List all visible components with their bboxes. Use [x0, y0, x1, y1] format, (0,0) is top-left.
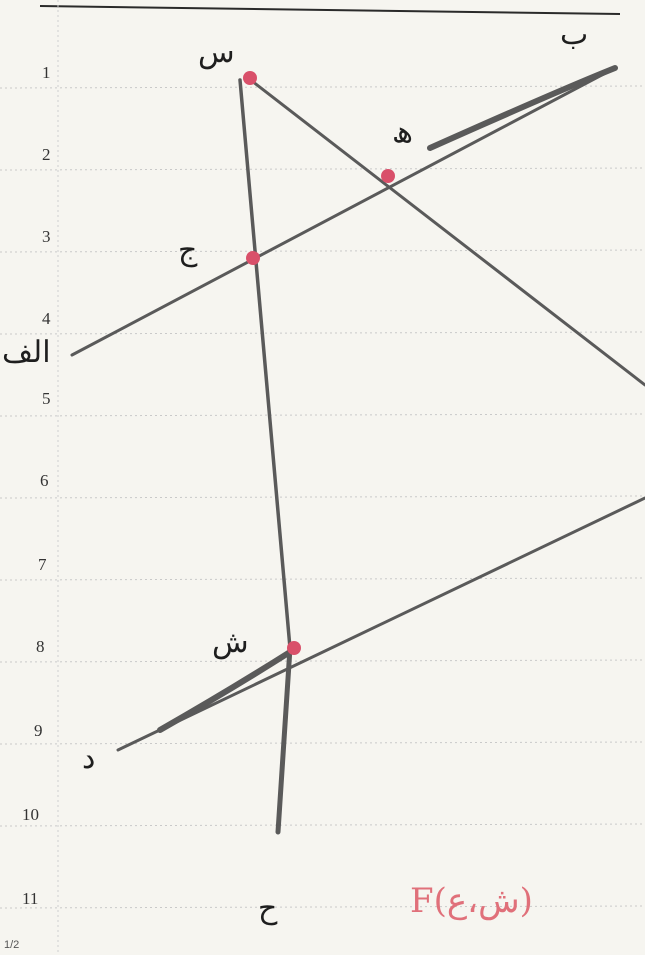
line-number-10: 10: [22, 805, 39, 824]
point-h: [381, 169, 395, 183]
point-s: [243, 71, 257, 85]
line-number-4: 4: [42, 309, 51, 328]
line-number-1: 1: [42, 63, 51, 82]
rule-line: [0, 823, 645, 827]
label-b: ب: [560, 17, 588, 52]
label-s: س: [198, 35, 235, 70]
rule-line: [0, 413, 645, 417]
line-s-to-edge: [246, 76, 645, 387]
caption: F(ش،ع): [410, 881, 533, 921]
label-h: ھ: [392, 115, 413, 150]
line-number-2: 2: [42, 145, 51, 164]
line-sh-ha: [275, 645, 293, 835]
ruled-lines: [0, 85, 645, 909]
intersection-points: [243, 71, 395, 655]
line-number-9: 9: [34, 721, 43, 740]
rule-line: [0, 741, 645, 745]
top-border-line: [39, 5, 621, 15]
label-j: ج: [178, 233, 198, 268]
line-s-sh: [238, 78, 292, 650]
line-number-7: 7: [38, 555, 47, 574]
line-number-3: 3: [42, 227, 51, 246]
page-number: 1/2: [4, 939, 19, 951]
label-d: د: [82, 741, 95, 776]
point-sh: [287, 641, 301, 655]
rule-line: [0, 331, 645, 335]
line-alif-b-thick-end: [427, 65, 618, 151]
rule-line: [0, 85, 645, 89]
line-number-5: 5: [42, 389, 51, 408]
line-numbers: 1 2 3 4 5 6 7 8 9 10 11: [22, 63, 51, 908]
rule-line: [0, 905, 645, 909]
label-ha: ح: [258, 891, 278, 926]
rule-line: [0, 659, 645, 663]
label-sh: ش: [212, 625, 249, 660]
line-number-11: 11: [22, 889, 38, 908]
rule-line: [0, 249, 645, 253]
rule-line: [0, 495, 645, 499]
line-alif-b: [70, 66, 617, 357]
rule-line: [0, 577, 645, 581]
rule-line: [0, 167, 645, 171]
line-d-thick-end: [157, 649, 293, 733]
line-number-6: 6: [40, 471, 49, 490]
label-alif: الف: [2, 335, 51, 370]
point-j: [246, 251, 260, 265]
line-d-edge: [116, 496, 645, 752]
line-number-8: 8: [36, 637, 45, 656]
